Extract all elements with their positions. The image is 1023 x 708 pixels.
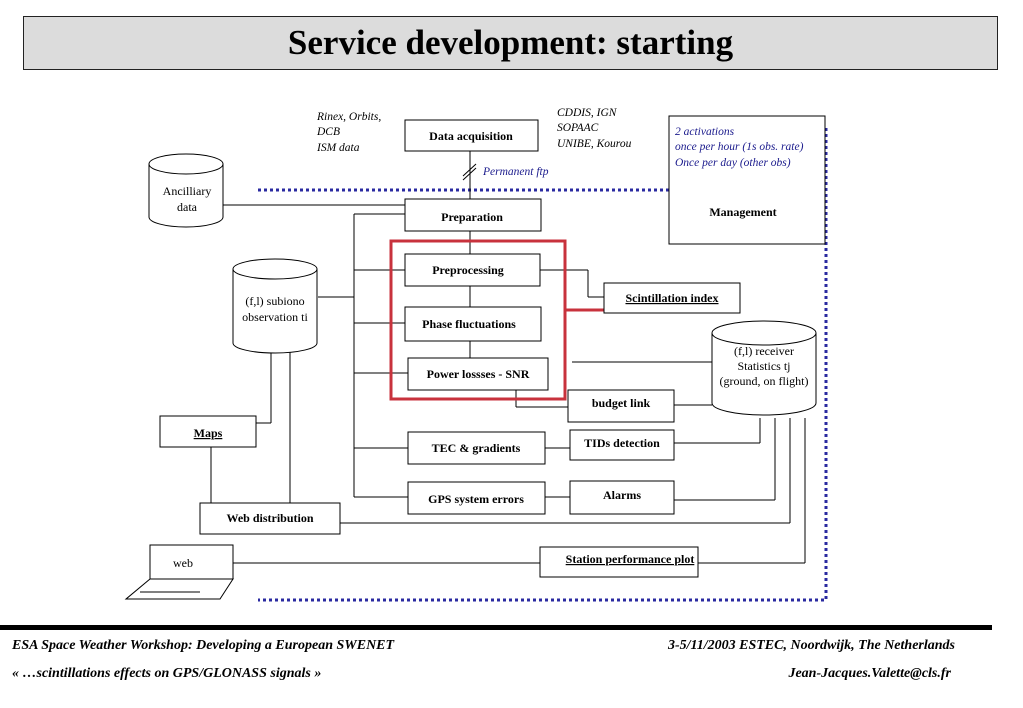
- permanent-ftp-label: Permanent ftp: [482, 166, 549, 178]
- ancillary-data-store: [148, 153, 224, 228]
- preprocessing-box: [404, 253, 541, 287]
- phase-fluctuations-box: [404, 306, 542, 342]
- service-boundary: [258, 128, 828, 602]
- ancillary-label-1: Ancilliary: [163, 184, 212, 198]
- power-losses-label: Power lossses - SNR: [427, 367, 530, 381]
- source-note-left-1: Rinex, Orbits,: [316, 111, 381, 123]
- receiver-label-2: Statistics tj: [737, 359, 790, 373]
- processing-highlight-frame: [389, 239, 567, 401]
- gps-system-errors-box: [407, 481, 546, 515]
- footer-email: Jean-Jacques.Valette@cls.fr: [788, 666, 951, 681]
- gps-system-errors-label: GPS system errors: [428, 492, 524, 506]
- title-banner: Service development: starting: [23, 16, 998, 70]
- footer-subtitle: « …scintillations effects on GPS/GLONASS…: [12, 666, 322, 681]
- budget-link-label: budget link: [592, 396, 651, 410]
- maps-box: [159, 415, 257, 448]
- management-note-2: once per hour (1s obs. rate): [675, 141, 804, 153]
- power-losses-box: [407, 357, 549, 391]
- station-performance-label: Station performance plot: [566, 552, 695, 566]
- laptop-icon: [124, 544, 234, 600]
- web-distribution-label: Web distribution: [226, 511, 313, 525]
- station-performance-box: [539, 546, 699, 578]
- alarms-label: Alarms: [603, 488, 641, 502]
- management-note-3: Once per day (other obs): [675, 157, 791, 169]
- phase-fluctuations-label: Phase fluctuations: [422, 317, 516, 331]
- footer-rule: [0, 625, 992, 630]
- subiono-observation-store: [232, 258, 318, 354]
- tids-detection-label: TIDs detection: [584, 436, 660, 450]
- tec-gradients-box: [407, 431, 546, 465]
- scintillation-index-label: Scintillation index: [625, 291, 718, 305]
- source-note-right-1: CDDIS, IGN: [557, 107, 618, 119]
- source-note-left-2: DCB: [316, 126, 340, 138]
- subiono-label-2: observation ti: [242, 310, 308, 324]
- footer-workshop: ESA Space Weather Workshop: Developing a…: [12, 638, 395, 653]
- management-label: Management: [709, 205, 776, 219]
- source-note-right-2: SOPAAC: [557, 122, 599, 134]
- management-note-1: 2 activations: [675, 126, 735, 138]
- data-acquisition-box: [404, 119, 539, 152]
- source-note-left-3: ISM data: [316, 142, 360, 154]
- page-title: Service development: starting: [287, 23, 734, 62]
- footer-date-location: 3-5/11/2003 ESTEC, Noordwijk, The Nether…: [667, 638, 955, 653]
- management-box: [668, 115, 826, 245]
- preparation-box: [404, 198, 542, 232]
- source-note-right-3: UNIBE, Kourou: [557, 138, 632, 150]
- tids-detection-box: [569, 429, 675, 461]
- budget-link-box: [567, 389, 675, 423]
- scintillation-index-box: [603, 282, 741, 314]
- ancillary-label-2: data: [177, 200, 198, 214]
- connectors: [210, 151, 806, 564]
- maps-label: Maps: [194, 426, 223, 440]
- alarms-box: [569, 480, 675, 515]
- receiver-label-3: (ground, on flight): [720, 374, 809, 388]
- subiono-label-1: (f,l) subiono: [245, 294, 304, 308]
- preprocessing-label: Preprocessing: [432, 263, 504, 277]
- preparation-label: Preparation: [441, 210, 503, 224]
- web-label: web: [173, 556, 193, 570]
- data-acquisition-label: Data acquisition: [429, 129, 513, 143]
- web-distribution-box: [199, 502, 341, 535]
- receiver-label-1: (f,l) receiver: [734, 344, 794, 358]
- tec-gradients-label: TEC & gradients: [432, 441, 521, 455]
- receiver-statistics-store: [711, 320, 817, 416]
